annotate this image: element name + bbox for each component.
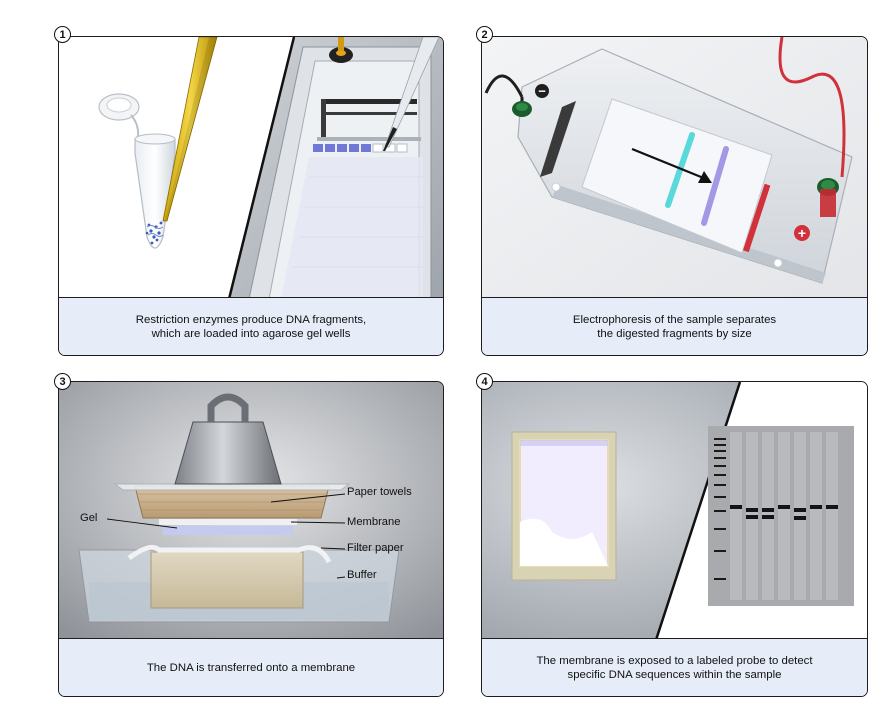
panel-step-1: Restriction enzymes produce DNA fragment…	[58, 36, 444, 356]
gel-loading-illustration	[59, 37, 443, 299]
panel-4-caption-line-1: The membrane is exposed to a labeled pro…	[536, 654, 813, 667]
cyan-band	[665, 132, 695, 208]
panel-4-illustration	[482, 382, 867, 640]
panel-4-caption-line-2: specific DNA sequences within the sample	[567, 668, 782, 681]
southern-blot-diagram: 1	[40, 14, 882, 698]
panel-3-illustration	[59, 382, 443, 640]
panel-1-caption-line-1: Restriction enzymes produce DNA fragment…	[135, 313, 367, 326]
step-badge-3: 3	[54, 373, 71, 390]
migration-arrow	[631, 147, 707, 181]
panel-2-caption: Electrophoresis of the sample separates …	[482, 297, 867, 355]
panel-2-illustration: − +	[482, 37, 867, 299]
weight-icon	[174, 421, 282, 485]
capillary-transfer-illustration	[59, 382, 443, 640]
panel-3-caption-line-1: The DNA is transferred onto a membrane	[146, 661, 356, 674]
negative-sign: −	[538, 84, 546, 99]
panel-1-illustration	[59, 37, 443, 299]
panel-step-2: − + Electrophoresis of the sample separa…	[481, 36, 868, 356]
label-filter-paper: Filter paper	[347, 542, 404, 554]
purple-band	[701, 146, 729, 226]
panel-step-3: Paper towels Gel Membrane Filter paper B…	[58, 381, 444, 697]
positive-electrode-icon	[794, 225, 810, 241]
panel-2-caption-line-2: the digested fragments by size	[597, 327, 752, 340]
step-badge-1: 1	[54, 26, 71, 43]
gel-layer	[163, 526, 293, 535]
label-membrane: Membrane	[347, 516, 401, 528]
panel-1-caption-line-2: which are loaded into agarose gel wells	[151, 327, 351, 340]
dna-ladder	[714, 438, 726, 580]
label-buffer: Buffer	[347, 569, 377, 581]
panel-4-caption: The membrane is exposed to a labeled pro…	[482, 638, 867, 696]
step-badge-4: 4	[476, 373, 493, 390]
membrane-layer	[159, 519, 297, 525]
label-gel: Gel	[80, 512, 98, 524]
panel-2-caption-line-1: Electrophoresis of the sample separates	[572, 313, 777, 326]
sample-bands	[730, 505, 838, 520]
electrophoresis-illustration: − +	[482, 37, 867, 299]
panel-3-caption: The DNA is transferred onto a membrane	[59, 638, 443, 696]
panel-step-4: The membrane is exposed to a labeled pro…	[481, 381, 868, 697]
probe-detection-illustration	[482, 382, 867, 640]
step-badge-2: 2	[476, 26, 493, 43]
negative-electrode-icon	[535, 84, 549, 98]
positive-sign: +	[798, 225, 806, 241]
panel-1-caption: Restriction enzymes produce DNA fragment…	[59, 297, 443, 355]
label-paper-towels: Paper towels	[347, 486, 412, 498]
